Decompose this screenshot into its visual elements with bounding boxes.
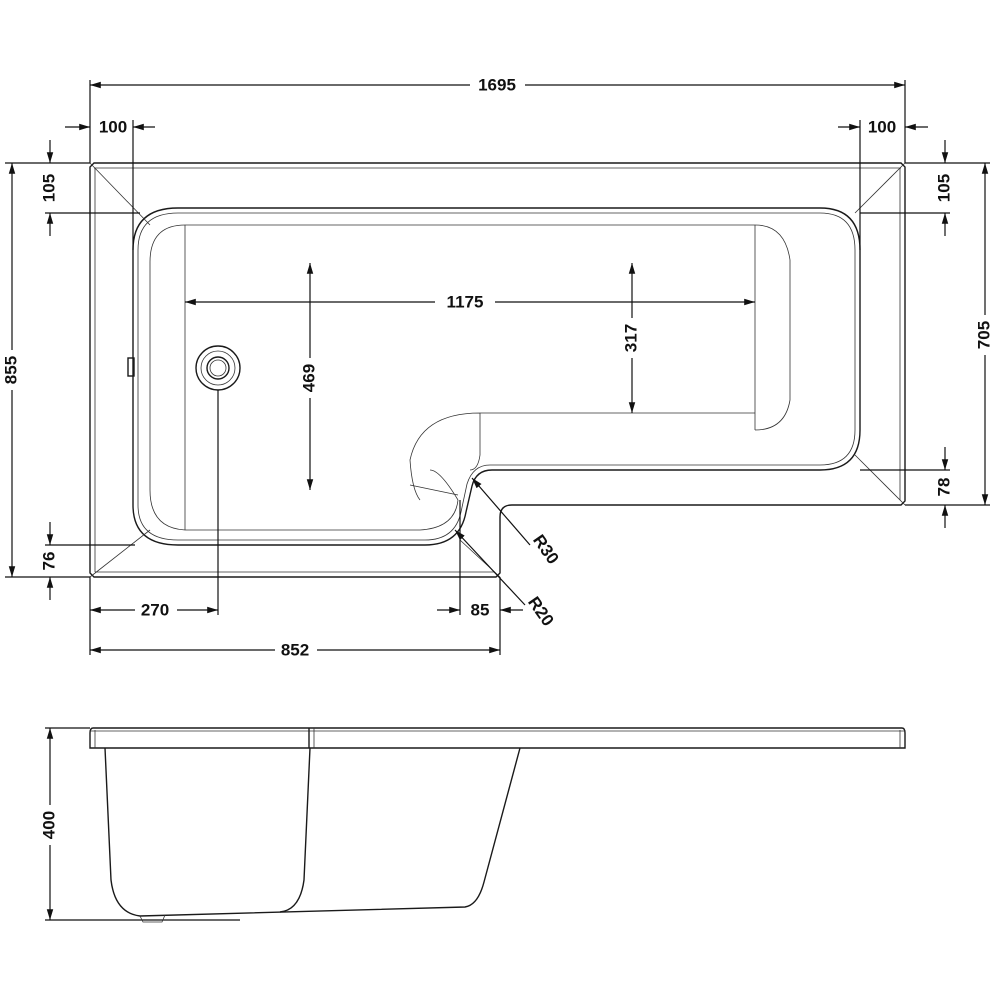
dim-inner-width-right: 317 bbox=[621, 324, 640, 352]
dim-inner-length: 1175 bbox=[447, 292, 484, 311]
dim-bottom-rim-left: 76 bbox=[39, 552, 58, 571]
side-view bbox=[89, 727, 906, 923]
dim-radius-r20: R20 bbox=[524, 593, 557, 629]
dim-radius-r30: R30 bbox=[529, 531, 562, 567]
dim-top-rim-left: 105 bbox=[39, 174, 58, 202]
dim-step-offset: 85 bbox=[471, 600, 490, 619]
dim-waste-offset: 270 bbox=[141, 600, 169, 619]
dimension-labels: 1695 100 100 105 105 855 705 78 76 1175 … bbox=[1, 75, 995, 845]
dim-bottom-rim-right: 78 bbox=[934, 478, 953, 497]
dim-top-rim-right: 105 bbox=[934, 174, 953, 202]
dim-right-rim: 100 bbox=[868, 117, 896, 136]
dim-left-section-length: 852 bbox=[281, 640, 309, 659]
dim-left-rim: 100 bbox=[99, 117, 127, 136]
extension-lines bbox=[5, 80, 990, 921]
plan-view bbox=[89, 162, 906, 578]
waste-outlet-icon bbox=[195, 345, 241, 391]
dim-overall-width-left: 855 bbox=[1, 356, 20, 384]
dim-inner-width-left: 469 bbox=[299, 364, 318, 392]
inner-rim bbox=[132, 207, 861, 546]
dim-depth: 400 bbox=[39, 811, 58, 839]
dim-overall-length: 1695 bbox=[478, 75, 516, 94]
dim-overall-width-right: 705 bbox=[974, 321, 993, 349]
